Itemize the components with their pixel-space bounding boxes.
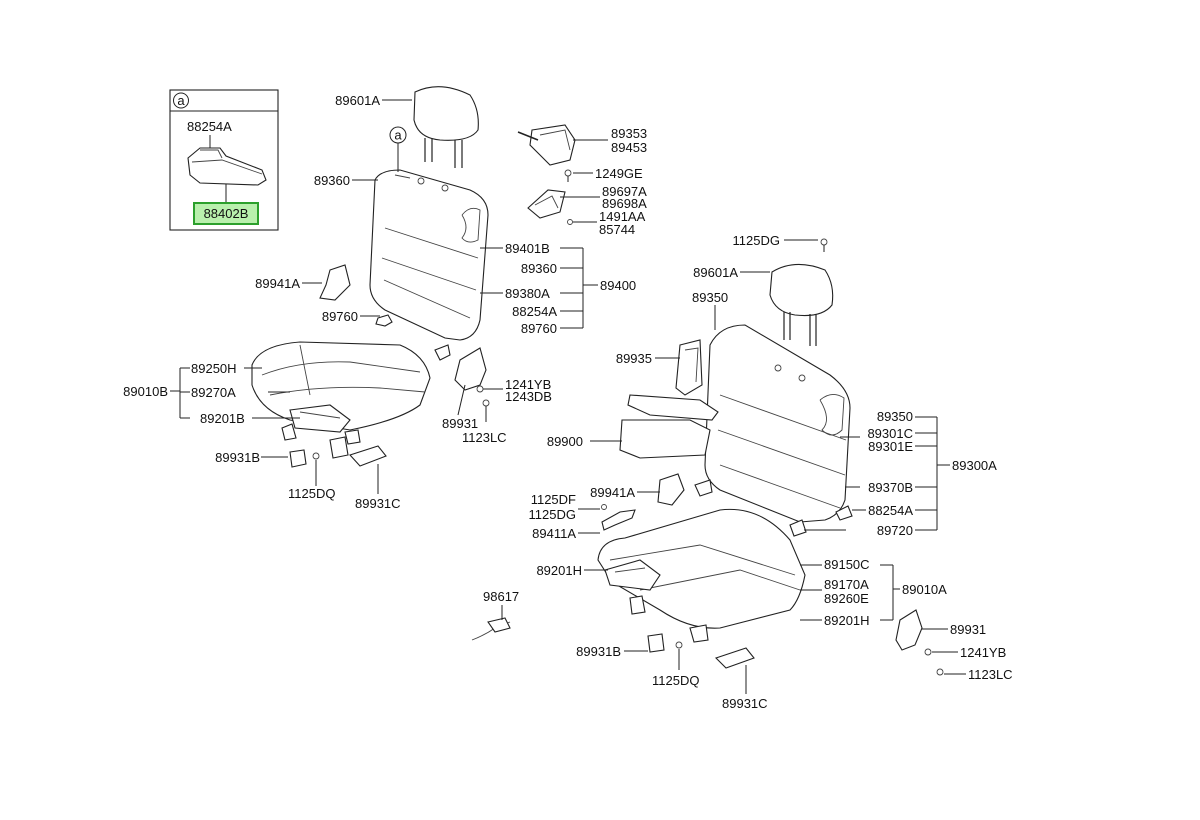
label-89601A-right[interactable]: 89601A [693, 265, 738, 280]
label-89941A-right[interactable]: 89941A [590, 485, 635, 500]
label-89260E[interactable]: 89260E [824, 591, 869, 606]
label-88254A-right-seat[interactable]: 88254A [868, 503, 913, 518]
label-89601A-left[interactable]: 89601A [335, 93, 380, 108]
label-89941A-left[interactable]: 89941A [255, 276, 300, 291]
top-middle-leaders [560, 139, 608, 223]
label-89370B[interactable]: 89370B [868, 480, 913, 495]
label-89760-bracket[interactable]: 89760 [521, 321, 557, 336]
label-89300A[interactable]: 89300A [952, 458, 997, 473]
inset-part-88254A[interactable]: 88254A [187, 119, 232, 134]
highlighted-part-box[interactable] [193, 202, 259, 225]
label-89720[interactable]: 89720 [877, 523, 913, 538]
label-89935[interactable]: 89935 [616, 351, 652, 366]
left-seat-drawing [251, 86, 503, 468]
label-1243DB[interactable]: 1243DB [505, 389, 552, 404]
label-89380A[interactable]: 89380A [505, 286, 550, 301]
right-seat-drawing [471, 238, 944, 676]
label-85744[interactable]: 85744 [599, 222, 635, 237]
label-89931C-left[interactable]: 89931C [355, 496, 401, 511]
label-89350-right[interactable]: 89350 [877, 409, 913, 424]
label-89411A[interactable]: 89411A [532, 526, 576, 541]
label-1123LC-right[interactable]: 1123LC [968, 667, 1013, 682]
label-1249GE[interactable]: 1249GE [595, 166, 643, 181]
label-1125DQ-left[interactable]: 1125DQ [288, 486, 335, 501]
label-1125DG-top[interactable]: 1125DG [733, 233, 780, 248]
label-89401B[interactable]: 89401B [505, 241, 550, 256]
label-89201B[interactable]: 89201B [200, 411, 245, 426]
label-89301E[interactable]: 89301E [868, 439, 913, 454]
label-1491AA[interactable]: 1491AA [599, 209, 646, 224]
armrest-cover-drawing [187, 147, 267, 186]
part-labels: 89601A 89360 89941A 89760 89353 89453 12… [123, 93, 1012, 711]
label-89931B-right[interactable]: 89931B [576, 644, 621, 659]
label-89360-right[interactable]: 89360 [521, 261, 557, 276]
label-1123LC-left[interactable]: 1123LC [462, 430, 507, 445]
label-89453[interactable]: 89453 [611, 140, 647, 155]
label-89170A[interactable]: 89170A [824, 577, 869, 592]
label-89760-left[interactable]: 89760 [322, 309, 358, 324]
label-1125DQ-right[interactable]: 1125DQ [652, 673, 699, 688]
label-89010A[interactable]: 89010A [902, 582, 947, 597]
label-88254A-left-seat[interactable]: 88254A [512, 304, 557, 319]
right-leaders [501, 239, 966, 694]
label-89900[interactable]: 89900 [547, 434, 583, 449]
label-89250H[interactable]: 89250H [191, 361, 237, 376]
label-1241YB-right[interactable]: 1241YB [960, 645, 1006, 660]
label-89201H-bracket[interactable]: 89201H [824, 613, 870, 628]
callout-a-label: a [394, 128, 402, 143]
label-89010B[interactable]: 89010B [123, 384, 168, 399]
label-89353[interactable]: 89353 [611, 126, 647, 141]
label-89360-left[interactable]: 89360 [314, 173, 350, 188]
label-89201H-seat[interactable]: 89201H [536, 563, 582, 578]
label-89931-right[interactable]: 89931 [950, 622, 986, 637]
label-89270A[interactable]: 89270A [191, 385, 236, 400]
label-89150C[interactable]: 89150C [824, 557, 870, 572]
label-89400[interactable]: 89400 [600, 278, 636, 293]
label-89931C-right[interactable]: 89931C [722, 696, 768, 711]
label-1241YB-left[interactable]: 1241YB [505, 377, 551, 392]
label-98617[interactable]: 98617 [483, 589, 519, 604]
label-89697A[interactable]: 89697A [602, 184, 647, 199]
label-89931B-left[interactable]: 89931B [215, 450, 260, 465]
inset-circle-marker [173, 92, 189, 109]
label-89698A[interactable]: 89698A [602, 196, 647, 211]
top-middle-parts-drawing [517, 124, 576, 225]
left-leaders [170, 99, 598, 494]
label-89301C[interactable]: 89301C [867, 426, 913, 441]
inset-box: a 88254A 88402B [169, 89, 279, 231]
label-1125DF[interactable]: 1125DF [531, 492, 576, 507]
inset-part-88402B[interactable]: 88402B [204, 206, 249, 221]
label-89350-armrest[interactable]: 89350 [692, 290, 728, 305]
label-89931-left[interactable]: 89931 [442, 416, 478, 431]
label-1125DG-right[interactable]: 1125DG [529, 507, 576, 522]
inset-circle-label: a [177, 93, 185, 108]
